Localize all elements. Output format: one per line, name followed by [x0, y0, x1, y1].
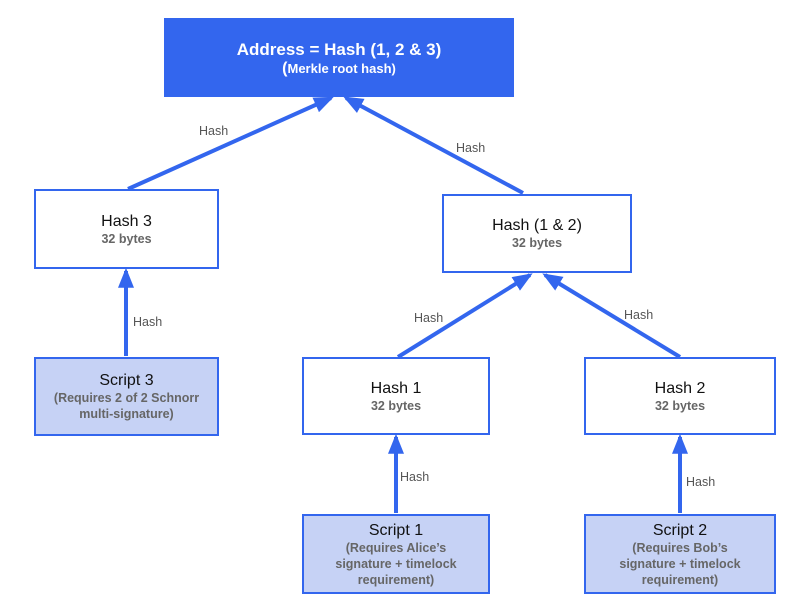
node-hash12-size: 32 bytes — [511, 236, 563, 250]
edge-label-script3-to-hash3: Hash — [133, 315, 163, 329]
root-subtitle-text: Merkle root hash) — [287, 60, 396, 76]
node-hash3-size: 32 bytes — [101, 231, 152, 246]
node-hash2-size: 32 bytes — [654, 398, 706, 413]
edge-hash12-to-root — [343, 96, 524, 195]
node-script3-desc-line: multi-signature) — [79, 407, 174, 421]
edge-label-script2-to-hash2: Hash — [686, 475, 716, 489]
edge-label-script1-to-hash1: Hash — [400, 470, 430, 484]
node-hash1-title: Hash 1 — [370, 379, 422, 397]
node-script1-desc-line: (Requires Alice’s — [345, 540, 447, 555]
edge-hash2-to-hash12 — [542, 273, 682, 359]
node-script2-title: Script 2 — [652, 521, 708, 539]
node-hash2: Hash 2 32 bytes — [584, 357, 776, 435]
edge-label-hash1-to-hash12: Hash — [414, 311, 444, 325]
node-script2-desc-line: requirement) — [641, 572, 719, 587]
edge-label-hash12-to-root: Hash — [456, 141, 486, 155]
edge-hash3-to-root — [127, 96, 334, 191]
node-hash12: Hash (1 & 2) 32 bytes — [442, 194, 632, 273]
node-script3: Script 3 (Requires 2 of 2 Schnorr multi-… — [34, 357, 219, 436]
node-script1-title: Script 1 — [368, 521, 424, 539]
node-script1-desc-line: requirement) — [357, 572, 435, 587]
root-subtitle: (Merkle root hash) — [282, 60, 396, 77]
root-title: Address = Hash (1, 2 & 3) — [236, 39, 442, 59]
edge-label-hash2-to-hash12: Hash — [624, 308, 654, 322]
node-hash3-title: Hash 3 — [101, 212, 152, 230]
node-script1-desc-line: signature + timelock — [335, 556, 457, 571]
node-hash3: Hash 3 32 bytes — [34, 189, 219, 269]
node-script2: Script 2 (Requires Bob’s signature + tim… — [584, 514, 776, 594]
node-script2-desc-line: signature + timelock — [619, 556, 741, 571]
node-script3-desc-line: (Requires 2 of 2 Schnorr — [53, 391, 200, 405]
node-hash1-size: 32 bytes — [370, 398, 422, 413]
edge-hash1-to-hash12 — [396, 273, 533, 359]
node-hash2-title: Hash 2 — [654, 379, 706, 397]
node-script1: Script 1 (Requires Alice’s signature + t… — [302, 514, 490, 594]
node-script2-desc-line: (Requires Bob’s — [632, 540, 728, 555]
root-subtitle-open-paren: ( — [282, 59, 288, 77]
edge-label-hash3-to-root: Hash — [199, 124, 229, 138]
root-node: Address = Hash (1, 2 & 3) (Merkle root h… — [164, 18, 514, 97]
node-hash1: Hash 1 32 bytes — [302, 357, 490, 435]
node-script3-title: Script 3 — [99, 372, 154, 389]
node-hash12-title: Hash (1 & 2) — [492, 217, 582, 234]
